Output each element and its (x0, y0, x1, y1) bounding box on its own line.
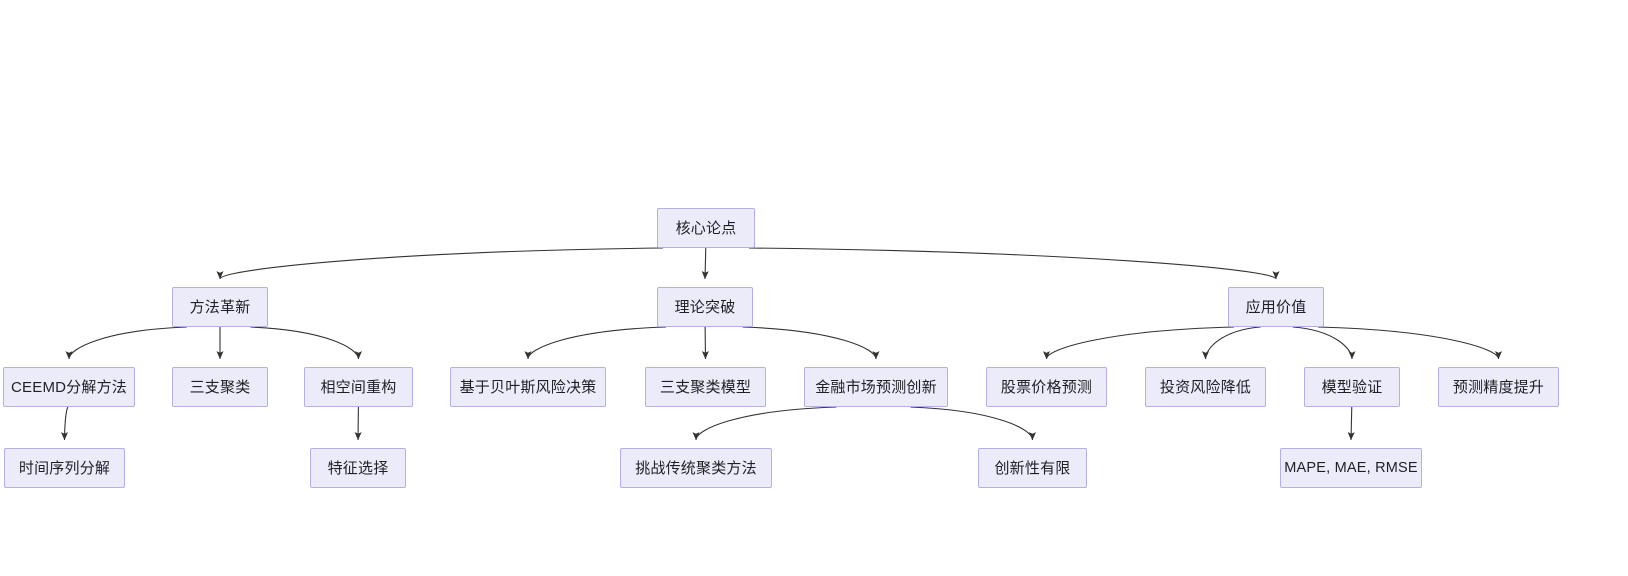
mindmap-node-l3d[interactable]: 创新性有限 (978, 448, 1087, 488)
node-label: 核心论点 (675, 219, 737, 237)
mindmap-node-l3b[interactable]: 特征选择 (310, 448, 406, 488)
edge-l1c-to-l2h (1201, 326, 1261, 360)
mindmap-node-root[interactable]: 核心论点 (657, 208, 755, 248)
edge-l1a-to-l2a (65, 326, 187, 360)
node-label: 预测精度提升 (1452, 378, 1545, 396)
edge-l1c-to-l2i (1292, 326, 1356, 360)
edge-l1c-to-l2g (1043, 326, 1235, 360)
edge-l1a-to-l2c (250, 326, 362, 360)
node-label: 创新性有限 (994, 459, 1071, 477)
mindmap-node-l2f[interactable]: 金融市场预测创新 (804, 367, 948, 407)
edge-root-to-l1c (748, 247, 1280, 280)
mindmap-node-l2h[interactable]: 投资风险降低 (1145, 367, 1266, 407)
mindmap-node-l3e[interactable]: MAPE, MAE, RMSE (1280, 448, 1422, 488)
node-label: 金融市场预测创新 (815, 378, 937, 396)
node-label: MAPE, MAE, RMSE (1284, 459, 1418, 476)
node-label: 投资风险降低 (1159, 378, 1252, 396)
edge-l1c-to-l2j (1317, 326, 1502, 360)
node-label: 三支聚类 (189, 378, 251, 396)
node-label: 股票价格预测 (1000, 378, 1093, 396)
node-label: 三支聚类模型 (659, 378, 752, 396)
edge-l1b-to-l2d (524, 326, 667, 360)
node-label: 方法革新 (189, 298, 251, 316)
node-label: 特征选择 (327, 459, 389, 477)
edge-root-to-l1b (701, 247, 709, 280)
mindmap-node-l2b[interactable]: 三支聚类 (172, 367, 268, 407)
mindmap-node-l2g[interactable]: 股票价格预测 (986, 367, 1107, 407)
node-label: CEEMD分解方法 (11, 378, 127, 396)
node-label: 基于贝叶斯风险决策 (459, 378, 597, 396)
edge-paths (60, 247, 1502, 441)
mindmap-node-l2e[interactable]: 三支聚类模型 (645, 367, 766, 407)
edge-root-to-l1a (216, 247, 664, 280)
node-label: 应用价值 (1245, 298, 1307, 316)
edge-l2f-to-l3d (910, 406, 1036, 441)
edge-l2a-to-l3a (60, 406, 69, 441)
mindmap-node-l1c[interactable]: 应用价值 (1228, 287, 1324, 327)
mindmap-node-l2j[interactable]: 预测精度提升 (1438, 367, 1559, 407)
mindmap-node-l1a[interactable]: 方法革新 (172, 287, 268, 327)
edge-l2f-to-l3c (692, 406, 837, 441)
mindmap-node-l3a[interactable]: 时间序列分解 (4, 448, 125, 488)
mindmap-node-l2a[interactable]: CEEMD分解方法 (3, 367, 135, 407)
mindmap-node-l2i[interactable]: 模型验证 (1304, 367, 1400, 407)
edge-l2i-to-l3e (1347, 406, 1355, 441)
node-label: 模型验证 (1321, 378, 1383, 396)
node-label: 相空间重构 (320, 378, 397, 396)
mindmap-node-l3c[interactable]: 挑战传统聚类方法 (620, 448, 772, 488)
mindmap-node-l2d[interactable]: 基于贝叶斯风险决策 (450, 367, 606, 407)
edge-l1b-to-l2f (742, 326, 880, 360)
node-label: 理论突破 (674, 298, 736, 316)
node-label: 时间序列分解 (18, 459, 111, 477)
mindmap-node-l2c[interactable]: 相空间重构 (304, 367, 413, 407)
node-label: 挑战传统聚类方法 (635, 459, 757, 477)
mindmap-node-l1b[interactable]: 理论突破 (657, 287, 753, 327)
